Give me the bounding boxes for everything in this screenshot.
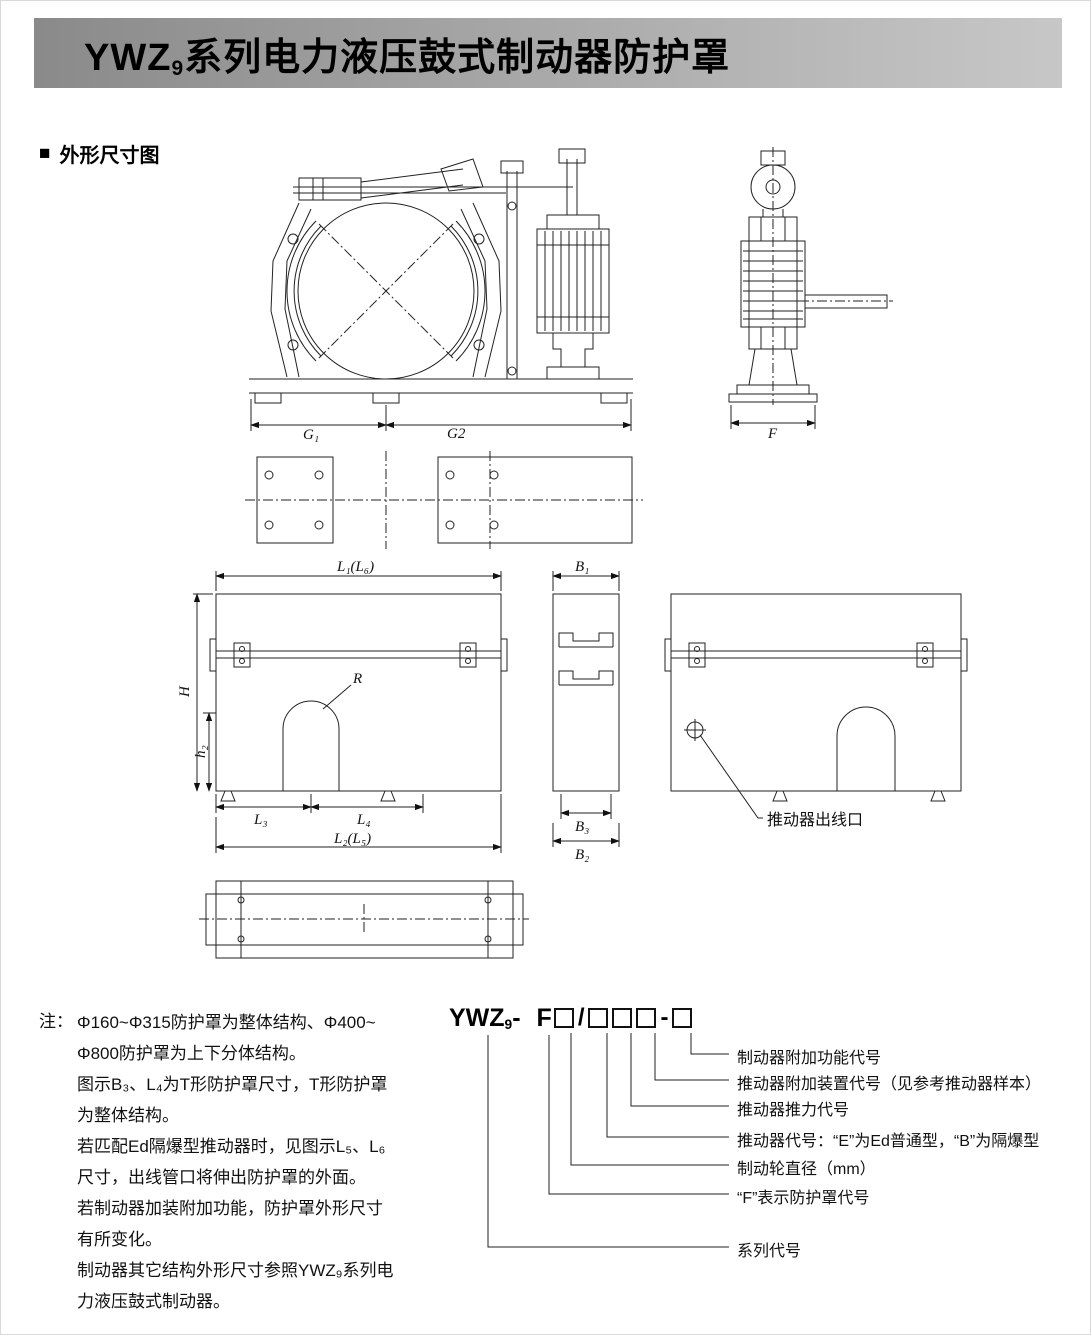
code-placeholder-box — [553, 1008, 574, 1028]
code-placeholder-box — [636, 1008, 657, 1028]
cover-top-view — [199, 880, 529, 959]
cover-rear-view — [664, 593, 968, 819]
brake-side-view — [728, 147, 893, 429]
model-code-row: YWZ9- F / - — [449, 1001, 694, 1035]
dim-label-r: R — [352, 671, 362, 687]
notes-block: Φ160~Φ315防护罩为整体结构、Φ400~ Φ800防护罩为上下分体结构。 … — [77, 1007, 394, 1317]
note-line: Φ160~Φ315防护罩为整体结构、Φ400~ — [77, 1013, 376, 1032]
code-label-series-code: 系列代号 — [737, 1243, 802, 1260]
note-line: 有所变化。 — [77, 1230, 162, 1249]
dim-label-l4: L₄ — [356, 812, 371, 828]
code-label-thruster-type: 推动器代号：“E”为Ed普通型，“B”为隔爆型 — [737, 1133, 1040, 1150]
notes-label: 注： — [39, 1012, 73, 1031]
dim-label-l3: L₃ — [253, 812, 268, 828]
note-line: 若制动器加装附加功能，防护罩外形尺寸 — [77, 1199, 383, 1218]
model-code-prefix: YWZ9- — [449, 1003, 521, 1033]
dim-label-b1: B₁ — [575, 559, 589, 575]
note-line: 尺寸，出线管口将伸出防护罩的外面。 — [77, 1168, 366, 1187]
title-bar: YWZ9系列电力液压鼓式制动器防护罩 — [34, 18, 1062, 88]
code-slash: / — [577, 1004, 585, 1031]
dim-label-h2: h₂ — [193, 745, 209, 758]
note-line: 若匹配Ed隔爆型推动器时，见图示L₅、L₆ — [77, 1137, 386, 1156]
code-label-wheel-diameter: 制动轮直径（mm） — [737, 1161, 876, 1178]
code-placeholder-box — [672, 1008, 693, 1028]
model-code-f: F — [536, 1003, 552, 1032]
cover-front-view — [193, 571, 508, 853]
brake-top-view — [245, 451, 643, 549]
note-line: 制动器其它结构外形尺寸参照YWZ₉系列电 — [77, 1261, 394, 1280]
dim-label-l2-l5: L₂(L₅) — [333, 831, 371, 847]
dim-label-l1-l6: L₁(L₆) — [336, 559, 374, 575]
page-title: YWZ9系列电力液压鼓式制动器防护罩 — [84, 36, 731, 81]
note-line: Φ800防护罩为上下分体结构。 — [77, 1044, 306, 1063]
dim-label-b3: B₃ — [575, 819, 589, 835]
dim-label-b2: B₂ — [575, 847, 589, 863]
model-code-leader-lines — [487, 1033, 729, 1248]
square-bullet-icon: ■ — [39, 143, 51, 164]
brake-front-view — [249, 148, 633, 431]
cover-side-view — [552, 571, 620, 847]
code-placeholder-box — [612, 1008, 633, 1028]
code-label-thruster-force: 推动器推力代号 — [737, 1102, 850, 1119]
dim-label-g2: G2 — [447, 426, 466, 442]
dim-label-f: F — [767, 426, 778, 442]
outlet-callout-label: 推动器出线口 — [767, 811, 863, 829]
code-label-cover-code: “F”表示防护罩代号 — [737, 1190, 870, 1207]
note-line: 为整体结构。 — [77, 1106, 179, 1125]
code-label-thruster-attachment: 推动器附加装置代号（见参考推动器样本） — [737, 1076, 1042, 1093]
section-heading-label: 外形尺寸图 — [59, 145, 160, 167]
dim-label-g1: G₁ — [303, 427, 319, 443]
note-line: 图示B₃、L₄为T形防护罩尺寸，T形防护罩 — [77, 1075, 388, 1094]
dim-label-h: H — [177, 685, 193, 698]
section-heading: ■ 外形尺寸图 — [39, 139, 159, 168]
code-placeholder-box — [588, 1008, 609, 1028]
code-label-additional-function: 制动器附加功能代号 — [737, 1050, 882, 1067]
code-dash: - — [660, 1004, 669, 1031]
note-line: 力液压鼓式制动器。 — [77, 1292, 230, 1311]
